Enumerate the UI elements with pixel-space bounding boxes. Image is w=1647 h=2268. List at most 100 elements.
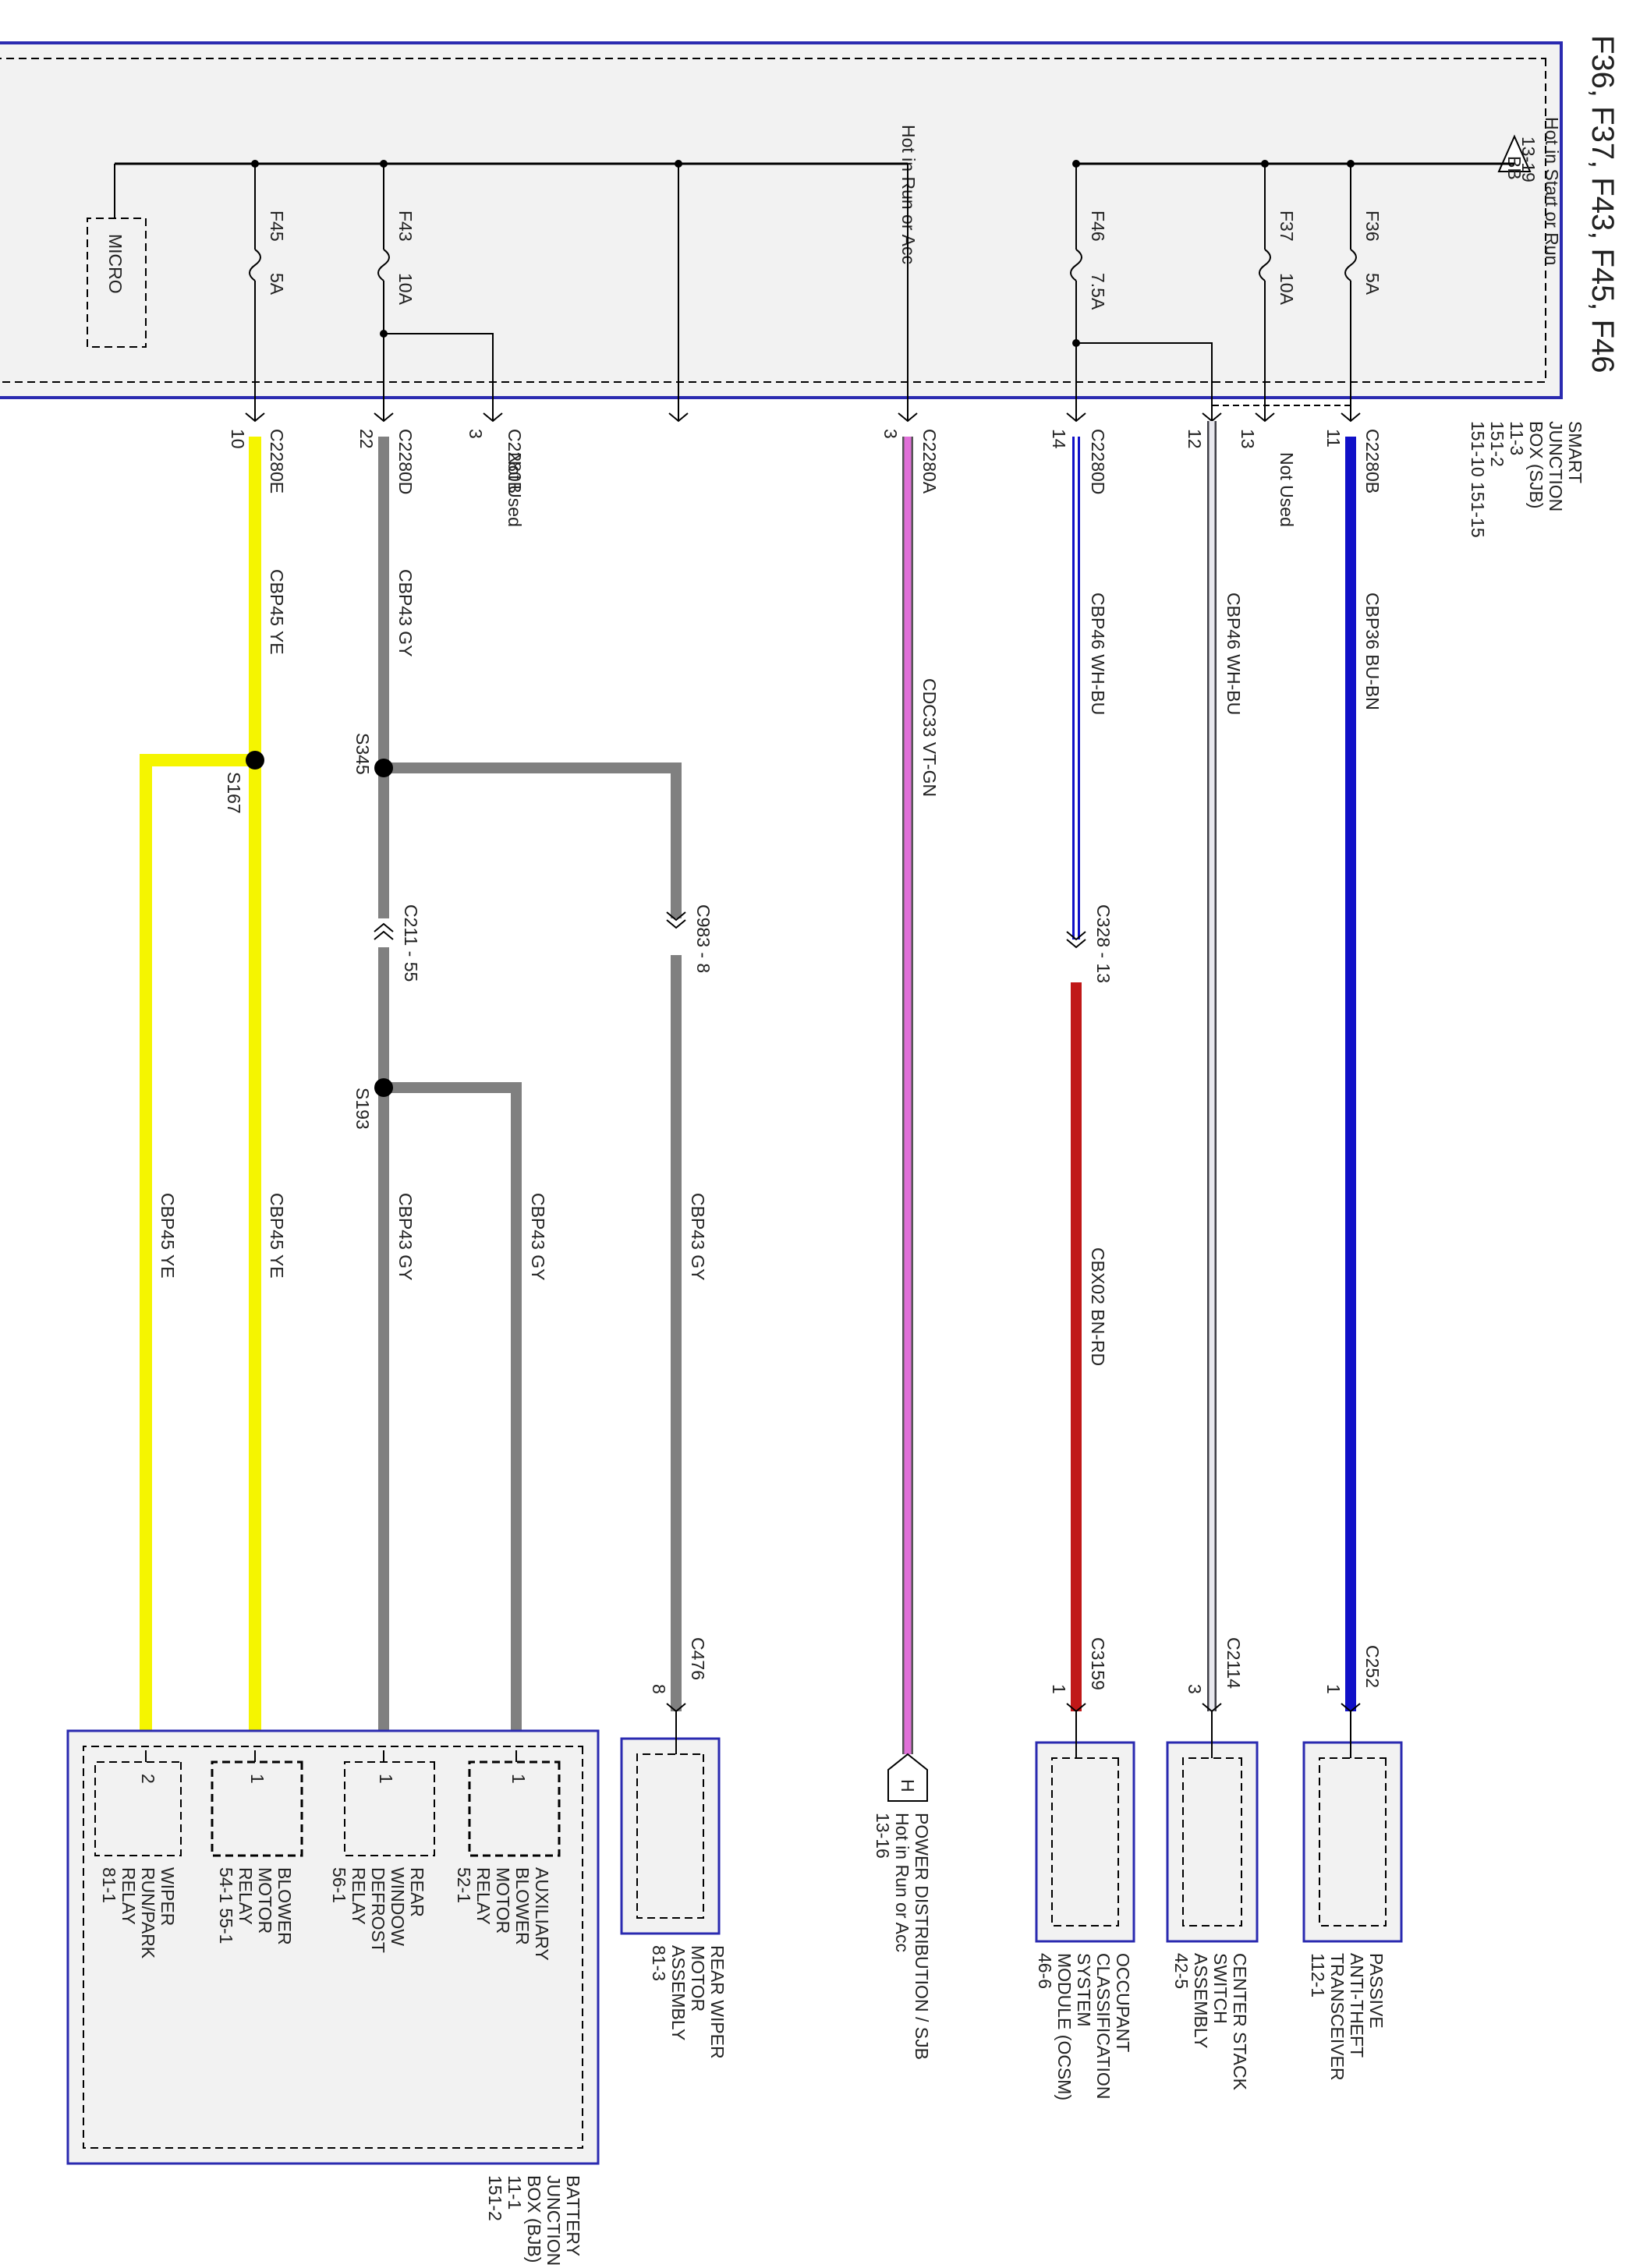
f36-rating: 5A	[1362, 273, 1383, 295]
svg-text:REAR: REAR	[407, 1867, 427, 1917]
f37-rating: 10A	[1277, 273, 1297, 306]
f43-fuse-icon	[377, 249, 390, 281]
svg-text:WINDOW: WINDOW	[388, 1867, 408, 1946]
c2280d-14-pin: 14	[1049, 429, 1069, 449]
f37-id: F37	[1277, 211, 1297, 242]
svg-text:JUNCTION: JUNCTION	[544, 2175, 564, 2266]
svg-text:42-5: 42-5	[1171, 1953, 1192, 1989]
svg-text:RELAY: RELAY	[473, 1867, 494, 1925]
svg-text:56-1: 56-1	[329, 1867, 349, 1903]
svg-text:TRANSCEIVER: TRANSCEIVER	[1327, 1953, 1348, 2081]
relay-wiper-label: WIPER RUN/PARK RELAY 81-1	[99, 1867, 178, 1959]
svg-text:151-2: 151-2	[1487, 421, 1507, 467]
wire-cbp43-right	[384, 762, 682, 918]
power-dist-h: H	[898, 1779, 918, 1792]
svg-text:RELAY: RELAY	[349, 1867, 369, 1925]
sjb-box	[0, 41, 1563, 399]
sjb-label: SMART JUNCTION BOX (SJB) 11-3 151-2 151-…	[1468, 421, 1585, 538]
center-stack-module	[1166, 1741, 1259, 1943]
relay-aux-label: AUXILIARY BLOWER MOTOR RELAY 52-1	[454, 1867, 552, 1961]
c252-pin: 1	[1323, 1684, 1344, 1694]
rear-wiper-label: REAR WIPER MOTOR ASSEMBLY 81-3	[649, 1945, 728, 2059]
wire-cbp43-far	[384, 1082, 522, 1750]
bus-bb-label: BB	[1504, 156, 1525, 180]
svg-text:MOTOR: MOTOR	[255, 1867, 275, 1934]
c2280a-3-pin: 3	[880, 429, 901, 439]
splice-s193-dot	[374, 1078, 393, 1097]
svg-text:RELAY: RELAY	[119, 1867, 139, 1925]
splice-s167: S167	[224, 772, 244, 814]
power-dist-label: POWER DISTRIBUTION / SJB Hot in Run or A…	[873, 1813, 932, 2060]
wire-cbp45-far	[140, 754, 255, 1750]
svg-text:OCCUPANT: OCCUPANT	[1113, 1953, 1133, 2052]
svg-text:MOTOR: MOTOR	[493, 1867, 513, 1934]
wire-cbp43-far-label: CBP43 GY	[528, 1193, 548, 1281]
c2280b-12-pin: 12	[1185, 429, 1205, 449]
f43-rating: 10A	[395, 273, 416, 306]
splice-s345-dot	[374, 759, 393, 777]
c2280b-13-note: Not Used	[1277, 452, 1297, 527]
wire-cbp45-mid-label: CBP45 YE	[267, 1193, 287, 1279]
c2280b-3-note: Not Used	[505, 452, 525, 527]
splice-s345: S345	[352, 733, 373, 775]
c2280e-10-name: C2280E	[267, 429, 287, 494]
center-stack-label: CENTER STACK SWITCH ASSEMBLY 42-5	[1171, 1953, 1250, 2091]
c2280b-3-name: C2280B	[505, 429, 525, 494]
svg-text:RUN/PARK: RUN/PARK	[138, 1867, 158, 1959]
relay-aux-blower	[468, 1760, 561, 1857]
wire-cbp43-right-label: CBP43 GY	[688, 1193, 708, 1281]
c211-label: C211 - 55	[401, 904, 421, 982]
f45-fuse-icon	[249, 249, 261, 281]
svg-text:54-1 55-1: 54-1 55-1	[216, 1867, 236, 1944]
c2280b-11-pin: 11	[1323, 429, 1344, 448]
f36-fuse-icon	[1344, 249, 1357, 281]
sjb-inner-dashed	[0, 58, 1546, 383]
f46-fuse-icon	[1070, 249, 1082, 281]
relay-aux-pin: 1	[508, 1774, 529, 1784]
svg-text:BLOWER: BLOWER	[512, 1867, 533, 1945]
relay-wiper-pin: 2	[138, 1774, 158, 1784]
micro-box	[87, 218, 147, 348]
f46-rating: 7.5A	[1088, 273, 1108, 310]
svg-text:ASSEMBLY: ASSEMBLY	[668, 1945, 689, 2040]
rear-wiper-module	[620, 1737, 721, 1935]
c476-name: C476	[688, 1637, 708, 1680]
bjb-label: BATTERY JUNCTION BOX (BJB) 11-1 151-2	[485, 2175, 583, 2266]
c2280b-11-name: C2280B	[1362, 429, 1383, 494]
svg-text:151-2: 151-2	[485, 2175, 505, 2221]
wire-cbp46b-label: CBP46 WH-BU	[1224, 593, 1244, 715]
power-dist-symbol	[887, 1753, 928, 1802]
svg-text:13-16: 13-16	[873, 1813, 893, 1859]
relay-blower-motor	[211, 1760, 303, 1857]
c476-pin: 8	[649, 1684, 669, 1694]
svg-text:RELAY: RELAY	[236, 1867, 256, 1925]
ocsm-module	[1035, 1741, 1135, 1943]
relay-blower-pin: 1	[247, 1774, 267, 1784]
c2280b-13-pin: 13	[1238, 429, 1258, 449]
svg-text:81-1: 81-1	[99, 1867, 119, 1903]
svg-text:CLASSIFICATION: CLASSIFICATION	[1093, 1953, 1114, 2099]
svg-text:MOTOR: MOTOR	[688, 1945, 708, 2011]
feed-start-run: Hot in Start or Run	[1542, 117, 1562, 265]
svg-text:11-1: 11-1	[505, 2175, 525, 2210]
svg-text:BOX (BJB): BOX (BJB)	[524, 2175, 544, 2263]
c2280a-3-name: C2280A	[919, 429, 940, 494]
wire-cbp45-top-label: CBP45 YE	[267, 569, 287, 655]
svg-text:BATTERY: BATTERY	[563, 2175, 583, 2256]
feed-start-run-ref: 13-19	[1518, 136, 1539, 182]
splice-s193: S193	[352, 1088, 373, 1130]
splice-s167-dot	[246, 751, 264, 770]
relay-rear-defrost	[344, 1761, 435, 1856]
f45-id: F45	[267, 211, 287, 242]
svg-text:AUXILIARY: AUXILIARY	[532, 1867, 552, 1961]
svg-text:52-1: 52-1	[454, 1867, 474, 1903]
c3159-pin: 1	[1049, 1684, 1069, 1694]
svg-text:SWITCH: SWITCH	[1210, 1953, 1231, 2024]
c2280b-3-pin: 3	[466, 429, 486, 439]
pats-label: PASSIVE ANTI-THEFT TRANSCEIVER 112-1	[1308, 1953, 1387, 2081]
svg-text:JUNCTION: JUNCTION	[1546, 421, 1566, 511]
svg-text:11-3: 11-3	[1507, 421, 1527, 455]
c2280d-22-pin: 22	[356, 429, 377, 449]
svg-text:46-6: 46-6	[1035, 1953, 1055, 1989]
